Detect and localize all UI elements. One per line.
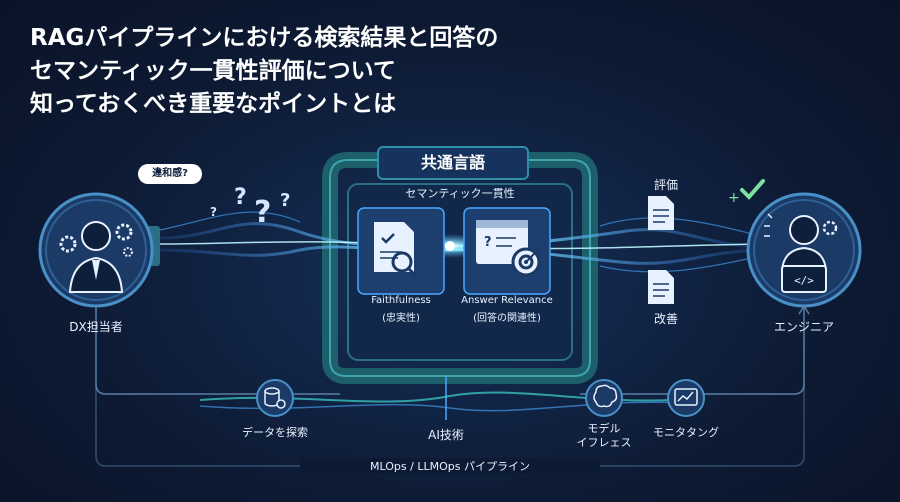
dx-person-label: DX担当者 — [69, 320, 123, 334]
faithfulness-label: Faithfulness — [371, 295, 431, 306]
svg-text:?: ? — [484, 235, 492, 250]
target-window-icon: ? — [476, 220, 541, 277]
brain-icon — [585, 379, 623, 417]
right-actor-circle: </> — [746, 192, 862, 308]
pipeline-label: MLOps / LLMOps パイプライン — [300, 458, 600, 474]
evaluation-label: 評価 — [653, 178, 678, 192]
left-actor-circle — [38, 192, 154, 308]
document-icon-bottom — [648, 270, 674, 304]
check-mark-icon: + — [728, 179, 765, 206]
answer-relevance-sub: (回答の関連性) — [473, 313, 541, 324]
answer-relevance-label: Answer Relevance — [461, 295, 553, 306]
question-marks: ? ? ? ? — [210, 185, 290, 230]
title-line-2: セマンティック一貫性評価について — [30, 58, 396, 84]
svg-text:?: ? — [234, 185, 247, 210]
faithfulness-sub: (忠実性) — [382, 313, 420, 324]
svg-text:</>: </> — [794, 274, 814, 287]
data-search-label: データを探索 — [242, 426, 308, 439]
pipe-frame — [322, 152, 598, 384]
svg-text:?: ? — [280, 190, 290, 211]
engineer-label: エンジニア — [773, 320, 834, 334]
model-inference-line-1: モデル — [587, 422, 621, 435]
page-title: RAGパイプラインにおける検索結果と回答の セマンティック一貫性評価について 知… — [30, 22, 498, 121]
up-arrow — [798, 305, 810, 315]
title-line-3: 知っておくべき重要なポイントとは — [30, 91, 397, 117]
svg-text:?: ? — [210, 205, 217, 219]
title-line-1: RAGパイプラインにおける検索結果と回答の — [30, 25, 499, 51]
ai-tech-label: AI技術 — [428, 428, 464, 442]
model-inference-line-2: イフレェス — [576, 436, 632, 449]
monitor-chart-icon — [667, 379, 705, 417]
discomfort-bubble: 違和感? — [138, 164, 202, 184]
svg-text:+: + — [728, 190, 740, 206]
model-inference-label: モデル イフレェス — [564, 422, 644, 450]
document-icon-top — [648, 196, 674, 230]
database-search-icon — [256, 379, 294, 417]
svg-text:?: ? — [254, 195, 271, 230]
center-subtitle: セマンティック一貫性 — [405, 187, 515, 200]
common-language-badge: 共通言語 — [377, 146, 529, 180]
improvement-label: 改善 — [653, 312, 678, 326]
document-check-icon — [374, 222, 418, 278]
monitoring-label: モニタタング — [653, 426, 719, 439]
